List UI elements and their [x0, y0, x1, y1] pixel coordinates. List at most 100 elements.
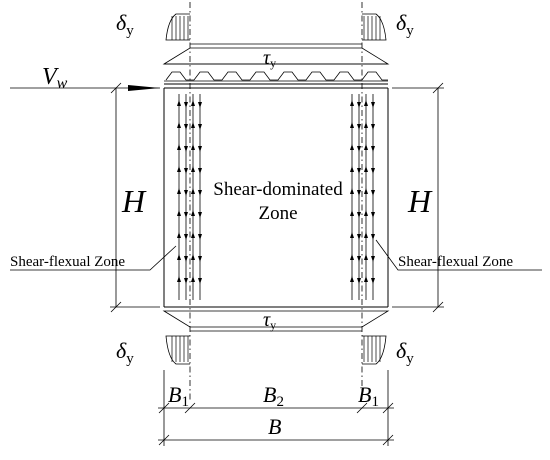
vw-label: Vw	[42, 64, 68, 92]
arrow-head	[350, 210, 354, 216]
arrow-head	[357, 168, 361, 174]
arrow-head	[357, 102, 361, 108]
bottom-left-stress-block	[165, 335, 190, 365]
bottom-tau-distribution	[162, 310, 390, 328]
arrow-head	[371, 146, 375, 152]
arrow-head	[184, 234, 188, 240]
shear-dominated-label-line1: Shear-dominated	[213, 179, 343, 200]
arrow-head	[184, 124, 188, 130]
arrow-head	[350, 188, 354, 194]
arrow-head	[177, 254, 181, 260]
arrow-head	[198, 256, 202, 262]
arrow-head	[371, 212, 375, 218]
arrow-head	[350, 166, 354, 172]
arrow-head	[191, 166, 195, 172]
right-arrow-columns	[350, 94, 375, 300]
arrow-head	[191, 276, 195, 282]
arrow-head	[191, 232, 195, 238]
arrow-head	[364, 144, 368, 150]
arrow-head	[371, 102, 375, 108]
shear-flexual-label-right: Shear-flexual Zone	[398, 254, 513, 270]
arrow-head	[371, 124, 375, 130]
delta-label-top-left: δy	[116, 10, 134, 39]
tau-label-top: τy	[263, 47, 276, 70]
arrow-head	[350, 232, 354, 238]
arrow-head	[191, 144, 195, 150]
arrow-head	[184, 190, 188, 196]
arrow-head	[184, 146, 188, 152]
arrow-head	[364, 232, 368, 238]
arrow-head	[191, 210, 195, 216]
arrow-head	[191, 100, 195, 106]
arrow-head	[177, 122, 181, 128]
arrow-head	[371, 190, 375, 196]
arrow-head	[184, 278, 188, 284]
left-height-dimension	[110, 82, 160, 313]
bottom-right-stress-block	[362, 335, 387, 365]
arrow-head	[184, 168, 188, 174]
arrow-head	[364, 100, 368, 106]
top-zigzag	[165, 71, 388, 81]
delta-label-bottom-right: δy	[396, 338, 414, 367]
shear-dominated-label-line2: Zone	[258, 203, 297, 224]
arrow-head	[357, 234, 361, 240]
arrow-head	[357, 278, 361, 284]
height-label-right: H	[407, 183, 433, 219]
arrow-head	[357, 212, 361, 218]
arrow-head	[177, 232, 181, 238]
arrow-head	[198, 234, 202, 240]
vw-arrowhead	[128, 85, 160, 91]
arrow-head	[350, 144, 354, 150]
b-label: B	[268, 414, 281, 439]
arrow-head	[364, 254, 368, 260]
left-zone-leader	[10, 245, 177, 271]
right-height-dimension	[392, 82, 444, 313]
arrow-head	[184, 256, 188, 262]
arrow-head	[350, 100, 354, 106]
shear-flexual-label-left: Shear-flexual Zone	[10, 254, 125, 270]
arrow-head	[198, 212, 202, 218]
tau-label-bottom: τy	[263, 309, 276, 332]
arrow-head	[177, 166, 181, 172]
arrow-head	[350, 254, 354, 260]
arrow-head	[364, 210, 368, 216]
delta-label-top-right: δy	[396, 10, 414, 39]
arrow-head	[184, 102, 188, 108]
top-left-stress-block	[165, 13, 190, 41]
arrow-head	[198, 102, 202, 108]
arrow-head	[198, 168, 202, 174]
arrow-head	[357, 146, 361, 152]
arrow-head	[177, 276, 181, 282]
arrow-head	[198, 146, 202, 152]
bottom-width-dimensions	[158, 370, 394, 446]
arrow-head	[198, 190, 202, 196]
arrow-head	[357, 190, 361, 196]
top-right-stress-block	[362, 13, 387, 41]
arrow-head	[177, 188, 181, 194]
arrow-head	[364, 276, 368, 282]
arrow-head	[371, 278, 375, 284]
right-zone-leader	[375, 239, 542, 271]
arrow-head	[350, 122, 354, 128]
arrow-head	[371, 256, 375, 262]
arrow-head	[177, 144, 181, 150]
arrow-head	[371, 234, 375, 240]
arrow-head	[191, 122, 195, 128]
arrow-head	[191, 188, 195, 194]
arrow-head	[198, 124, 202, 130]
arrow-head	[198, 278, 202, 284]
arrow-head	[371, 168, 375, 174]
arrow-head	[357, 256, 361, 262]
arrow-head	[364, 166, 368, 172]
arrow-head	[364, 122, 368, 128]
arrow-head	[177, 100, 181, 106]
b1-label-left: B1	[168, 382, 189, 410]
arrow-head	[184, 212, 188, 218]
b1-label-right: B1	[358, 382, 379, 410]
b2-label: B2	[263, 382, 284, 410]
arrow-head	[350, 276, 354, 282]
arrow-head	[177, 210, 181, 216]
height-label-left: H	[121, 183, 147, 219]
